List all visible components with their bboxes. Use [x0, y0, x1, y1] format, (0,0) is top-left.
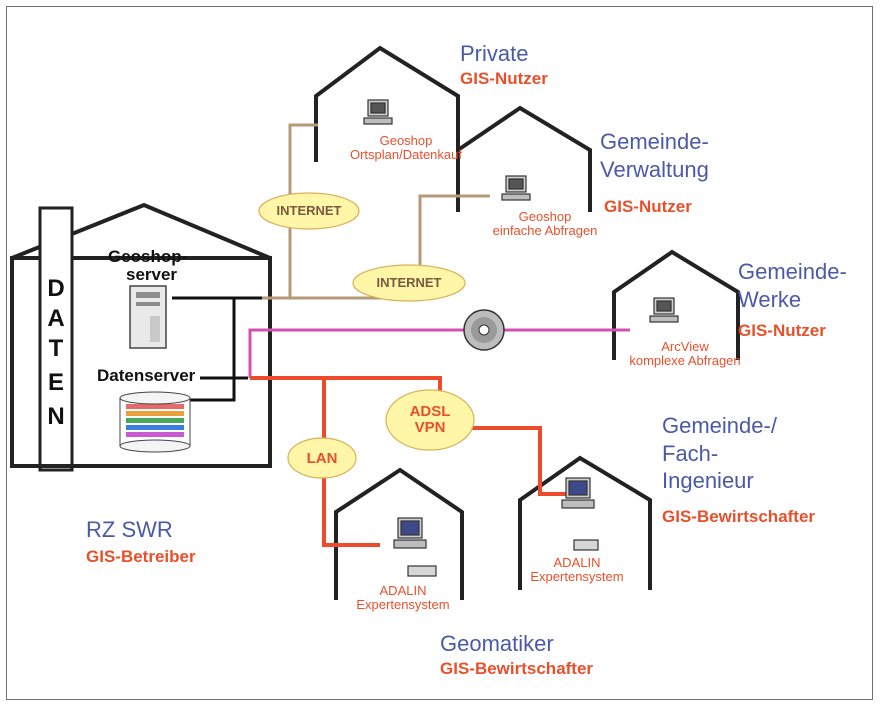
daten-letter: A — [47, 305, 65, 332]
diagram-frame — [6, 6, 873, 700]
cd-distribution-line — [248, 328, 630, 378]
pc-icon-private — [363, 99, 393, 125]
pc-icon-ingenieur — [561, 477, 599, 551]
house-gemeindeverwaltung — [456, 105, 592, 212]
device-text-line: komplexe Abfragen — [629, 352, 741, 368]
role-gemeindeverwaltung: GIS-Nutzer — [604, 197, 692, 216]
role-rz-swr: GIS-Betreiber — [86, 547, 196, 566]
role-ingenieur: GIS-Bewirtschafter — [662, 507, 816, 526]
daten-letter: T — [48, 335, 64, 362]
central-building-outline — [10, 256, 272, 468]
device-text-geomatiker: ADALIN Expertensystem — [328, 584, 478, 611]
cloud-adsl-vpn — [385, 389, 475, 451]
title-line: Gemeinde-/ — [662, 413, 777, 438]
device-text-line: ArcView — [661, 339, 709, 354]
database-stack-icon — [119, 391, 191, 453]
device-text-line: Geoshop — [379, 133, 433, 148]
datenserver-label: Datenserver — [97, 366, 196, 385]
device-text-line: Expertensystem — [530, 568, 624, 584]
house-private — [314, 45, 460, 162]
cloud-label-lan: LAN — [306, 450, 338, 467]
daten-letter: N — [47, 403, 65, 430]
title-line: Werke — [738, 286, 802, 312]
pc-icon-verwaltung — [501, 175, 531, 201]
cloud-lan — [287, 437, 357, 479]
daten-letter: D — [47, 275, 65, 302]
title-gemeindeverwaltung: Gemeinde- Verwaltung — [600, 128, 709, 183]
device-text-gemeindewerke: ArcView komplexe Abfragen — [610, 340, 760, 367]
role-gemeindewerke: GIS-Nutzer — [738, 321, 826, 340]
cloud-label-internet-1: INTERNET — [276, 203, 342, 218]
title-line: Verwaltung — [600, 156, 709, 182]
server-icon — [129, 285, 167, 349]
geoshop-server-label-line2: server — [126, 264, 178, 284]
geoshop-server-label: Geoshop- server — [108, 248, 187, 284]
cloud-label-adsl-vpn: ADSL VPN — [400, 404, 460, 436]
house-ingenieur — [518, 455, 652, 590]
device-text-line: einfache Abfragen — [492, 222, 598, 238]
vpn-line — [324, 376, 570, 496]
daten-column — [38, 206, 74, 472]
device-text-gemeindeverwaltung: Geoshop einfache Abfragen — [470, 210, 620, 237]
title-gemeindewerke: Gemeinde- Werke — [738, 258, 847, 313]
geoshop-server-label-line1: Geoshop- — [108, 247, 188, 266]
cloud-label-vpn: VPN — [414, 418, 446, 436]
device-text-line: ADALIN — [379, 583, 427, 598]
title-line: Gemeinde- — [738, 259, 847, 284]
cloud-internet-1 — [258, 192, 360, 230]
title-geomatiker: Geomatiker — [440, 631, 554, 656]
title-rz-swr: RZ SWR — [86, 517, 173, 542]
device-text-line: ADALIN — [553, 555, 601, 570]
pc-icon-geomatiker — [393, 517, 437, 577]
device-text-line: Geoshop — [518, 209, 572, 224]
title-private: Private — [460, 41, 529, 66]
title-ingenieur: Gemeinde-/ Fach- Ingenieur — [662, 412, 777, 495]
device-text-ingenieur: ADALIN Expertensystem — [502, 556, 652, 583]
cd-icon — [463, 309, 505, 351]
role-geomatiker: GIS-Bewirtschafter — [440, 659, 594, 678]
internet-line-private — [288, 123, 318, 298]
role-private: GIS-Nutzer — [460, 69, 548, 88]
pc-icon-werke — [649, 297, 679, 323]
daten-letter: E — [47, 369, 64, 396]
cloud-label-internet-2: INTERNET — [376, 275, 442, 290]
title-line: Fach- — [662, 440, 719, 466]
device-text-line: Expertensystem — [356, 596, 450, 612]
cloud-internet-2 — [352, 264, 466, 302]
device-text-private: Geoshop Ortsplan/Datenkauf — [336, 134, 476, 161]
title-line: Gemeinde- — [600, 129, 709, 154]
title-line: Ingenieur — [662, 468, 754, 493]
cloud-label-adsl: ADSL — [409, 403, 451, 420]
house-geomatiker — [334, 467, 464, 600]
device-text-line: Ortsplan/Datenkauf — [349, 146, 462, 162]
house-gemeindewerke — [612, 249, 740, 360]
